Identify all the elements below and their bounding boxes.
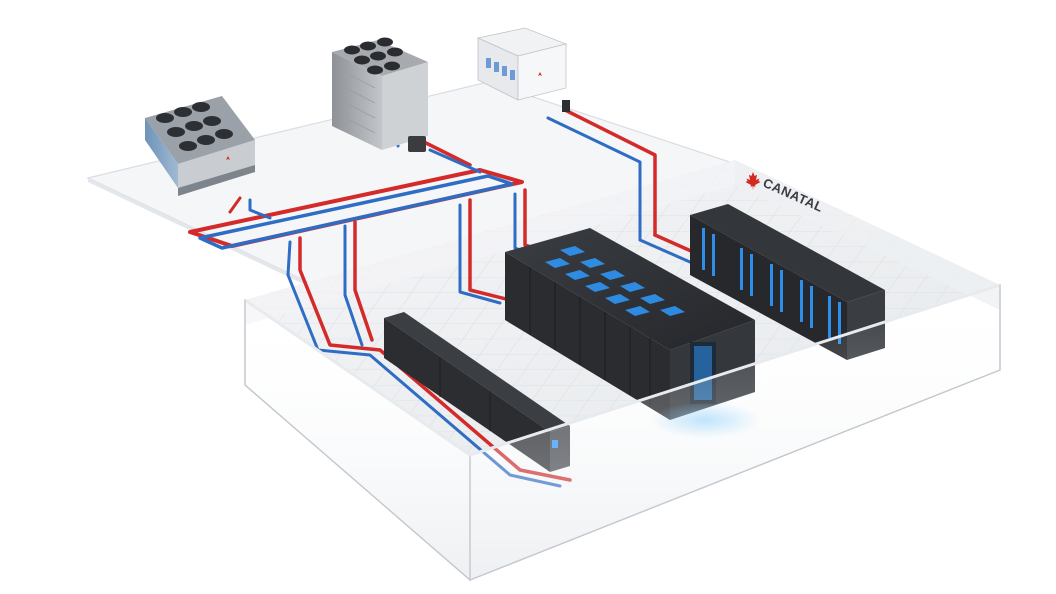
back-wall <box>245 160 1000 325</box>
supply-drop-3 <box>468 198 512 302</box>
rooftop-condenser <box>476 27 570 112</box>
return-pipe-main <box>198 174 514 250</box>
supply-drop-2 <box>353 220 374 342</box>
chiller-logo <box>226 156 230 160</box>
chiller-icon <box>145 96 255 196</box>
maple-leaf-icon <box>745 172 761 190</box>
cooling-tower-icon <box>332 37 428 152</box>
return-drop-2 <box>343 224 364 347</box>
supply-pipe-main <box>188 168 524 248</box>
condenser-icon <box>476 27 570 112</box>
air-cooled-chiller <box>145 96 255 196</box>
return-drop-3 <box>458 203 502 305</box>
cooling-tower <box>332 37 428 152</box>
glass-walls <box>244 283 1001 582</box>
